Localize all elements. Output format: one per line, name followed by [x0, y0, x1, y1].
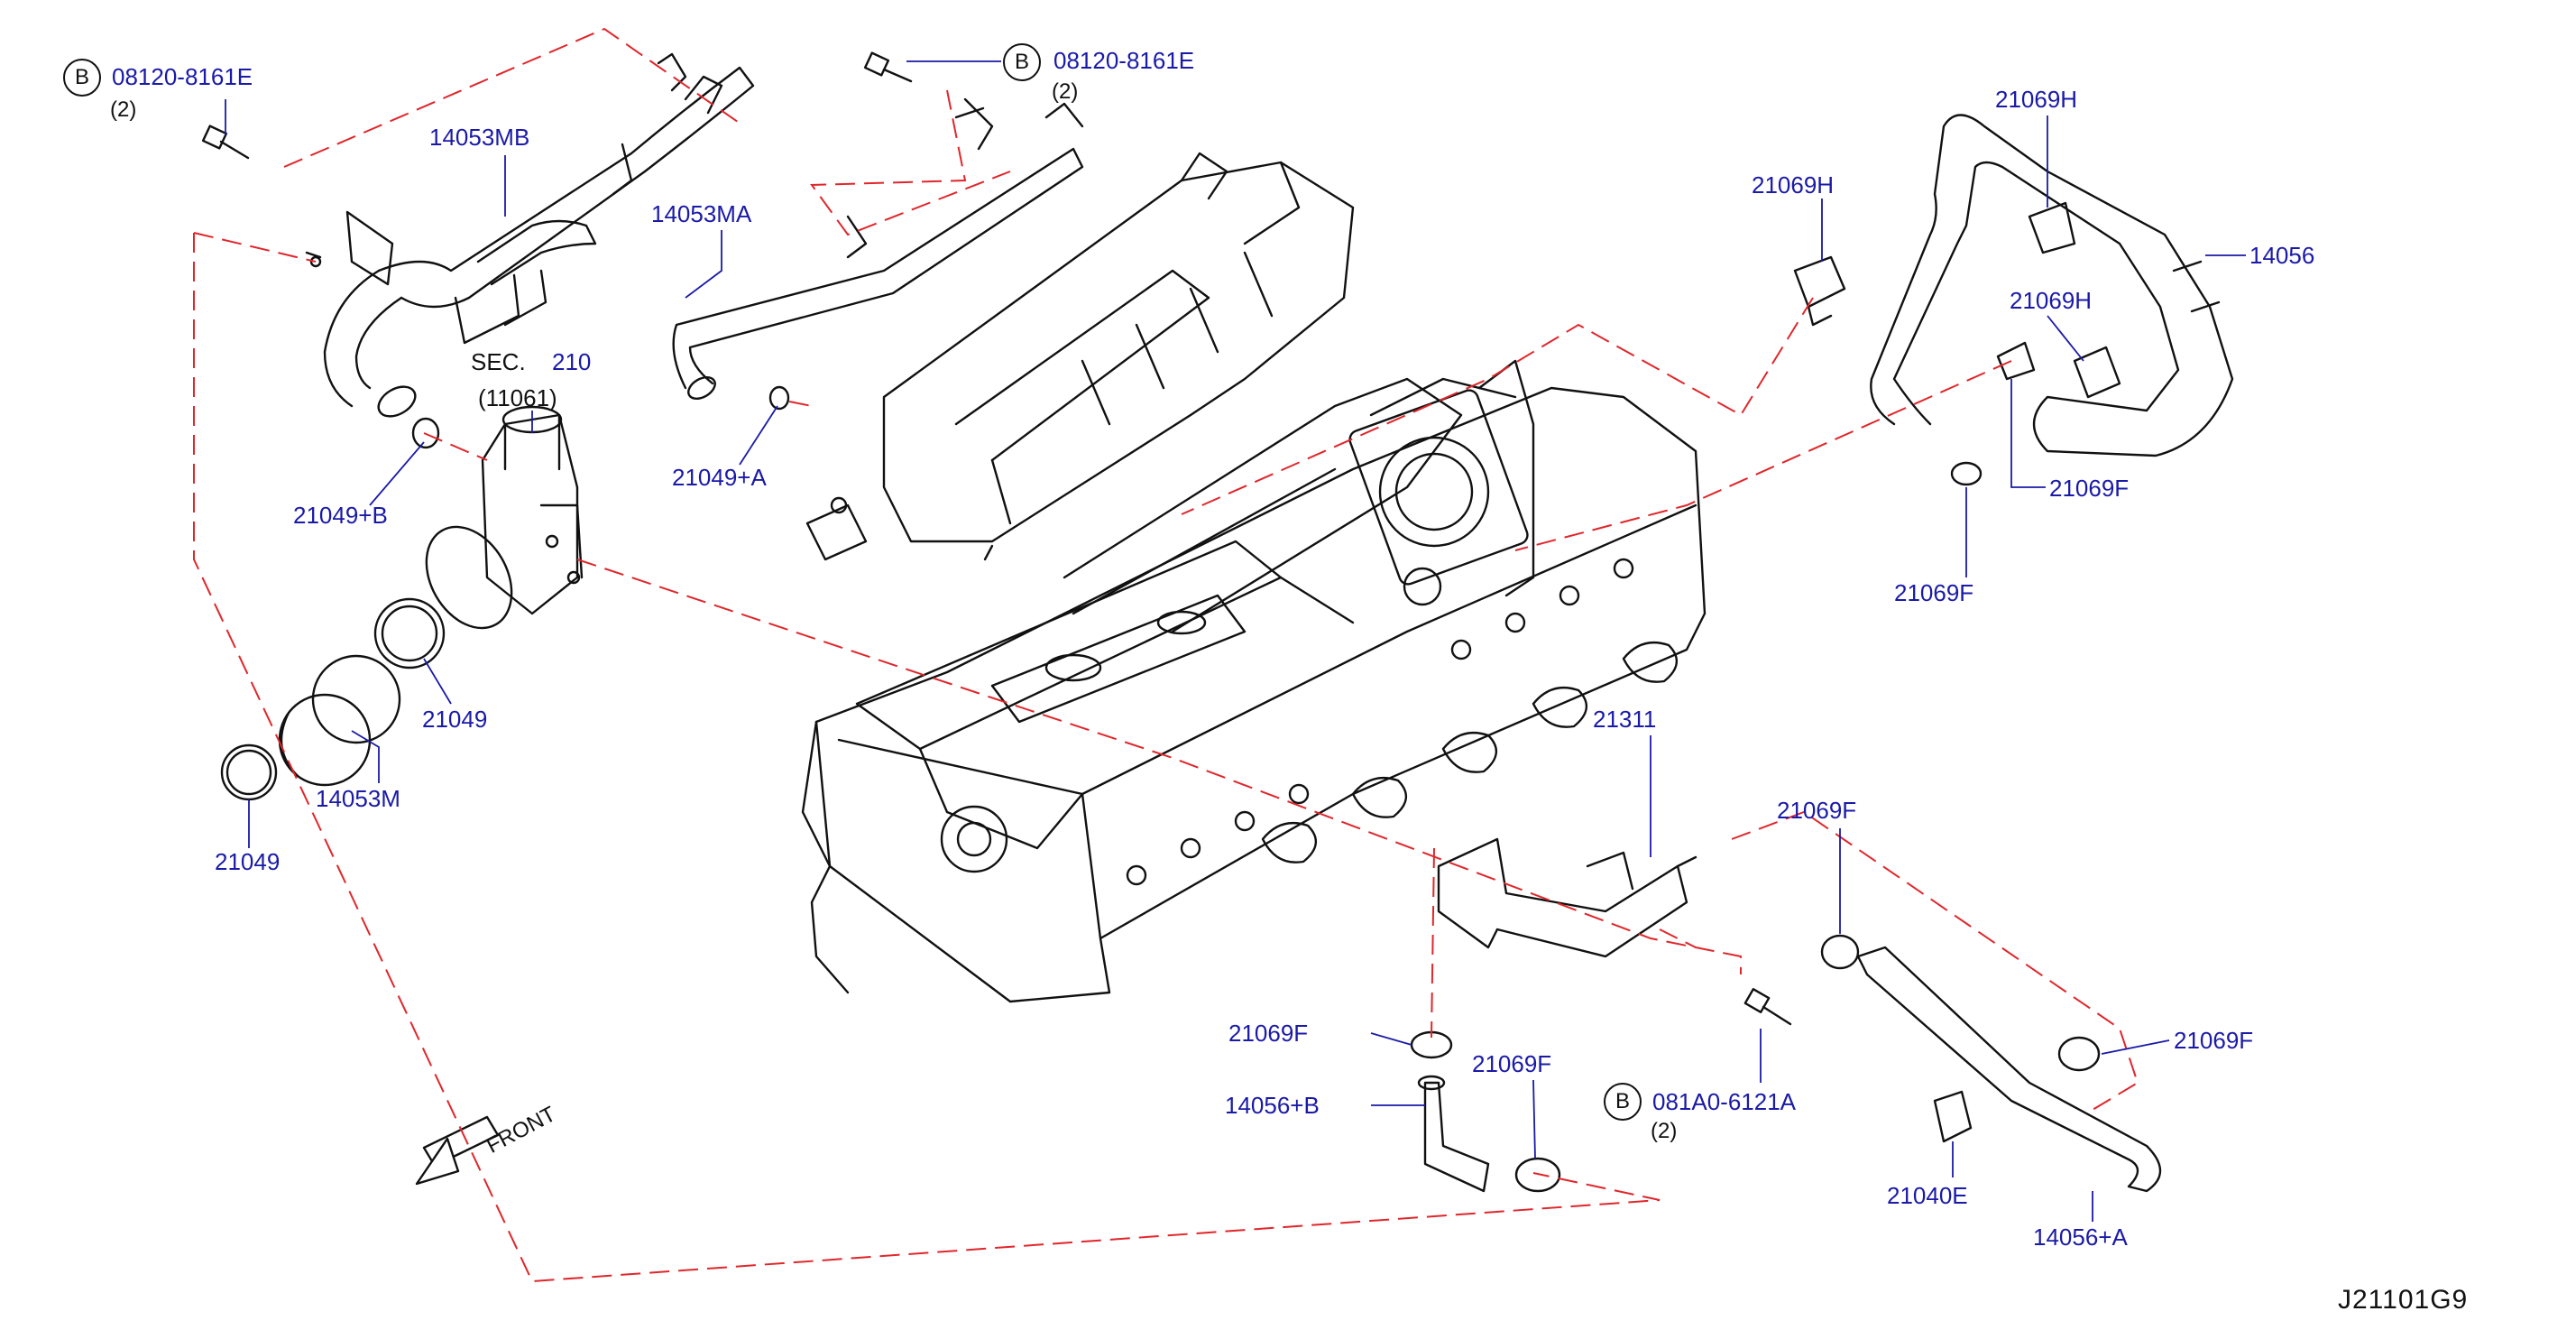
o-ring-21049-mid[interactable]: [373, 597, 446, 670]
callout-21040E[interactable]: 21040E: [1887, 1182, 1968, 1209]
callout-14053M[interactable]: 14053M: [316, 785, 400, 812]
bolt-marker-top-center: B: [1003, 43, 1041, 81]
intake-manifold: [805, 152, 1535, 633]
bolt-marker-top-left: B: [63, 59, 101, 97]
callout-21069F-right[interactable]: 21069F: [2049, 475, 2130, 502]
hose-14056[interactable]: [1870, 114, 2234, 457]
callout-21069F-bottom-right[interactable]: 21069F: [2174, 1027, 2254, 1054]
o-ring-21049-b[interactable]: [411, 417, 440, 449]
callout-14053MB[interactable]: 14053MB: [429, 124, 530, 151]
callout-21311[interactable]: 21311: [1593, 706, 1657, 733]
callout-14053MA[interactable]: 14053MA: [651, 200, 752, 227]
callout-21069F-lower[interactable]: 21069F: [1894, 579, 1974, 606]
phantom-lines: [193, 27, 2139, 1283]
callout-21069F-bottom-mid[interactable]: 21069F: [1472, 1050, 1552, 1077]
callout-21069H-top[interactable]: 21069H: [1995, 86, 2078, 113]
callout-08120-8161E-top-left[interactable]: 08120-8161E: [112, 63, 253, 90]
qty-bottom: (2): [1651, 1119, 1678, 1143]
hose-14056-a[interactable]: [1856, 946, 2162, 1193]
bolt-bottom[interactable]: [1743, 988, 1792, 1026]
hose-clamp-21069H-top[interactable]: [2028, 201, 2076, 254]
callout-14056-plus-b[interactable]: 14056+B: [1225, 1092, 1320, 1119]
callout-21069F-bottom-left[interactable]: 21069F: [1228, 1020, 1309, 1047]
callout-14056-plus-a[interactable]: 14056+A: [2033, 1224, 2128, 1251]
o-ring-21049-a[interactable]: [768, 385, 790, 411]
bolt-top-left[interactable]: [201, 125, 250, 160]
hose-clamp-21069H-mid[interactable]: [2073, 346, 2121, 399]
front-arrow-icon: [415, 1115, 500, 1186]
hose-clamp-21069F-bottom-right[interactable]: [2057, 1036, 2101, 1072]
section-sub-ref: (11061): [478, 384, 557, 411]
bolt-top-center[interactable]: [863, 51, 913, 83]
callout-21049-mid[interactable]: 21049: [422, 706, 488, 733]
callout-21049-plus-b[interactable]: 21049+B: [293, 502, 388, 529]
callout-21049-low[interactable]: 21049: [215, 848, 281, 875]
section-number-link[interactable]: 210: [552, 348, 592, 375]
qty-top-center: (2): [1052, 79, 1079, 104]
section-prefix: SEC.: [471, 348, 526, 375]
callout-14056[interactable]: 14056: [2249, 242, 2315, 269]
hose-14056-b[interactable]: [1417, 1075, 1490, 1193]
hose-clamp-21069F-center[interactable]: [1820, 934, 1860, 970]
callout-081A0-6121A[interactable]: 081A0-6121A: [1652, 1088, 1797, 1115]
hose-clamp-21069F-lower[interactable]: [1950, 461, 1983, 486]
figure-code: J21101G9: [2338, 1285, 2469, 1315]
bolt-marker-bottom: B: [1604, 1083, 1642, 1121]
callout-21069F-center[interactable]: 21069F: [1777, 797, 1857, 824]
hose-clamp-21069F-right[interactable]: [1996, 341, 2036, 381]
water-pipe-14053MA[interactable]: [672, 97, 1084, 403]
callout-21049-plus-a[interactable]: 21049+A: [672, 464, 767, 491]
bracket-21311[interactable]: [1437, 837, 1697, 958]
callout-21069H-mid[interactable]: 21069H: [2010, 287, 2093, 314]
hose-clip-21040E[interactable]: [1933, 1090, 1973, 1143]
qty-top-left: (2): [110, 97, 137, 122]
callout-21069H-left[interactable]: 21069H: [1752, 171, 1835, 199]
hose-clamp-21069H-left[interactable]: [1793, 255, 1846, 327]
water-pipe-14053MB[interactable]: [305, 52, 755, 422]
engine-cylinder-head: [801, 386, 1707, 1003]
hose-clamp-21069F-bottom-mid[interactable]: [1514, 1157, 1561, 1193]
callout-08120-8161E-top-center[interactable]: 08120-8161E: [1053, 47, 1195, 74]
